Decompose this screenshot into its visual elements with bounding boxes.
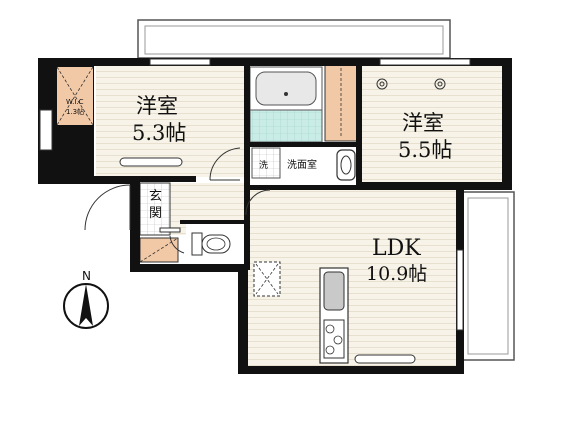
- washer-label: 洗: [259, 159, 268, 171]
- fridge-space: [253, 261, 281, 297]
- washroom: 洗 洗面室: [251, 147, 356, 181]
- doors: [84, 147, 416, 364]
- storage-closet: [324, 64, 359, 142]
- room-ldk-size: 10.9帖: [366, 263, 427, 285]
- entrance-name-top: 玄: [149, 189, 162, 204]
- room-western-1-name: 洋室: [136, 94, 178, 118]
- balcony-top: [137, 19, 451, 59]
- kitchen: [253, 261, 349, 364]
- balcony-right: [461, 191, 515, 361]
- sink-icon: [323, 271, 345, 311]
- entrance-name-bottom: 関: [149, 206, 162, 221]
- room-ldk-name: LDK: [372, 236, 421, 261]
- compass-north-label: N: [82, 269, 91, 283]
- room-western-2-name: 洋室: [402, 111, 444, 135]
- toilet-icon: [201, 234, 231, 254]
- wic-name: W.I.C: [66, 98, 84, 106]
- wic: W.I.C 1.3帖: [54, 65, 94, 177]
- windows: [39, 58, 471, 331]
- room-western-2-size: 5.5帖: [398, 138, 452, 162]
- washbasin-icon: [336, 149, 356, 181]
- room-labels: 洋室 5.3帖 洋室 5.5帖 LDK 10.9帖: [132, 94, 452, 285]
- bathroom: [249, 66, 323, 143]
- toilet-room: [191, 232, 231, 256]
- washroom-name: 洗面室: [287, 158, 317, 171]
- wic-size: 1.3帖: [66, 107, 84, 116]
- compass: N: [63, 269, 109, 329]
- drain-icon: [284, 92, 288, 96]
- downlights: [376, 78, 446, 90]
- room-western-1-size: 5.3帖: [132, 121, 186, 145]
